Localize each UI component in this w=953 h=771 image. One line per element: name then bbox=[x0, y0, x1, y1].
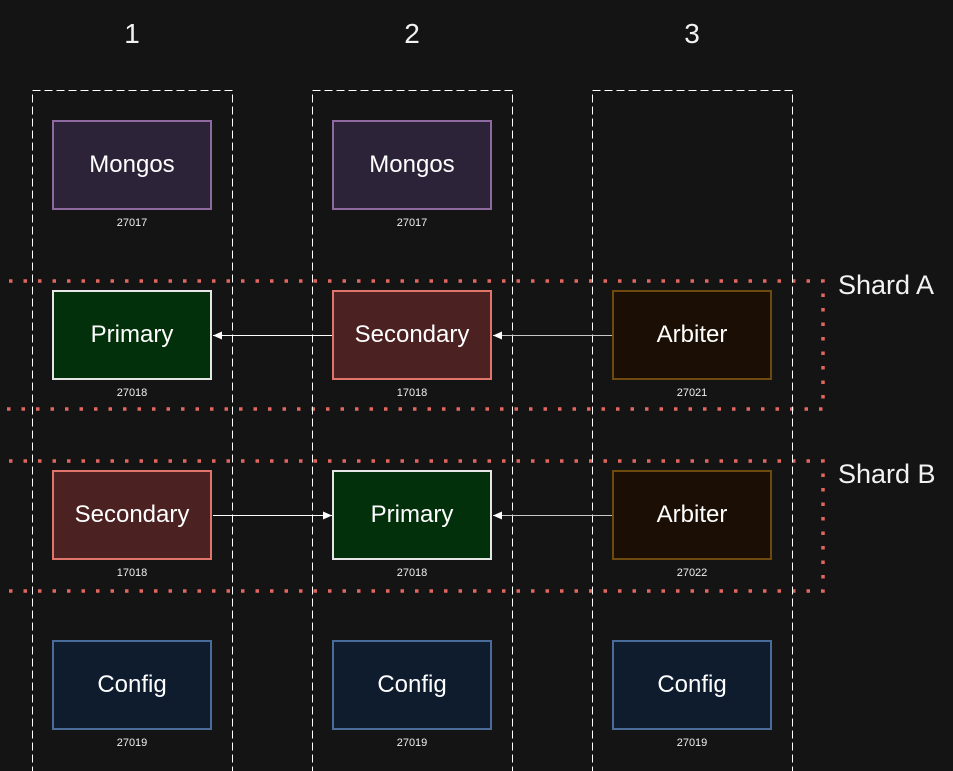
shard-a-primary-port: 27018 bbox=[116, 387, 148, 399]
shard-b-label: Shard B bbox=[838, 459, 936, 489]
config-node-2[interactable]: Config bbox=[332, 640, 492, 730]
column-3-host bbox=[592, 90, 793, 771]
shard-a-secondary-node[interactable]: Secondary bbox=[332, 290, 492, 380]
column-2-host bbox=[312, 90, 513, 771]
config-1-port: 27019 bbox=[116, 737, 148, 749]
shard-a-label: Shard A bbox=[838, 270, 935, 300]
column-1-host bbox=[32, 90, 233, 771]
shard-a-region bbox=[0, 279, 825, 411]
shard-b-arbiter-node[interactable]: Arbiter bbox=[612, 470, 772, 560]
config-node-3[interactable]: Config bbox=[612, 640, 772, 730]
shard-b-arbiter-port: 27022 bbox=[676, 567, 708, 579]
mongos-node-2[interactable]: Mongos bbox=[332, 120, 492, 210]
shard-a-arbiter-port: 27021 bbox=[676, 387, 708, 399]
column-2-header: 2 bbox=[404, 18, 420, 49]
config-2-port: 27019 bbox=[396, 737, 428, 749]
shard-b-primary-port: 27018 bbox=[396, 567, 428, 579]
shard-a-secondary-port: 17018 bbox=[396, 387, 428, 399]
config-node-1[interactable]: Config bbox=[52, 640, 212, 730]
mongos-1-port: 27017 bbox=[116, 217, 148, 229]
shard-b-secondary-node[interactable]: Secondary bbox=[52, 470, 212, 560]
shard-a-primary-node[interactable]: Primary bbox=[52, 290, 212, 380]
column-3-header: 3 bbox=[684, 18, 700, 49]
column-1-header: 1 bbox=[124, 18, 140, 49]
mongos-2-port: 27017 bbox=[396, 217, 428, 229]
config-3-port: 27019 bbox=[676, 737, 708, 749]
shard-b-secondary-port: 17018 bbox=[116, 567, 148, 579]
shard-b-primary-node[interactable]: Primary bbox=[332, 470, 492, 560]
mongos-node-1[interactable]: Mongos bbox=[52, 120, 212, 210]
shard-a-arbiter-node[interactable]: Arbiter bbox=[612, 290, 772, 380]
shard-b-region bbox=[0, 459, 825, 593]
